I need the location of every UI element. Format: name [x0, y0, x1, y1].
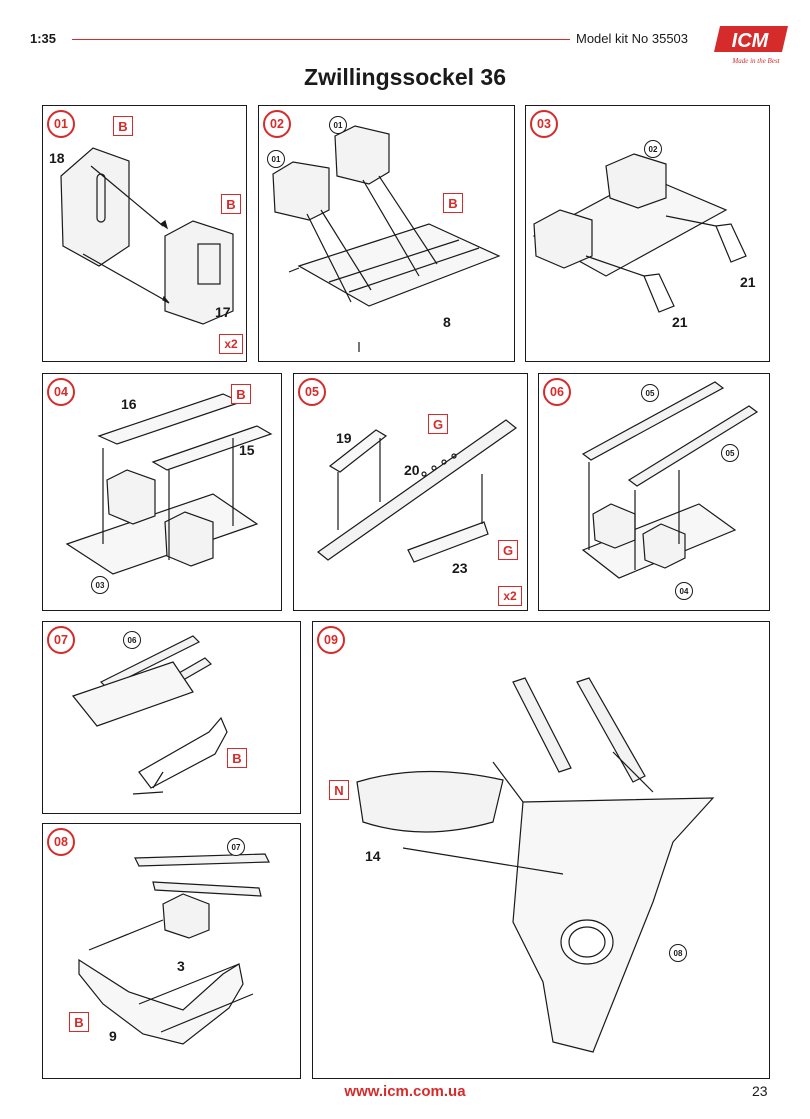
part-number: 16 [121, 396, 137, 412]
step-badge: 06 [543, 378, 571, 406]
sprue-label: B [443, 193, 463, 213]
step-03-panel: 03 02 21 21 [525, 105, 770, 362]
step-reference: 04 [675, 582, 693, 600]
step-badge: 04 [47, 378, 75, 406]
part-number: 17 [215, 304, 231, 320]
part-number: 14 [365, 848, 381, 864]
step-01-panel: 01 B B 18 17 x2 [42, 105, 247, 362]
kit-number: Model kit No 35503 [576, 31, 689, 46]
quantity-badge: x2 [498, 586, 522, 606]
step-reference: 05 [641, 384, 659, 402]
svg-text:Made in the Best: Made in the Best [731, 57, 780, 65]
step-05-panel: 05 19 20 23 G G x2 [293, 373, 528, 611]
part-number: 19 [336, 430, 352, 446]
step-07-drawing [71, 635, 228, 795]
step-06-panel: 06 05 05 04 [538, 373, 770, 611]
step-reference: 01 [329, 116, 347, 134]
sprue-label: G [428, 414, 448, 434]
svg-text:ICM: ICM [732, 30, 770, 52]
step-badge: 05 [298, 378, 326, 406]
step-04-drawing [65, 393, 273, 575]
step-badge: 09 [317, 626, 345, 654]
step-reference: 06 [123, 631, 141, 649]
step-09-drawing [356, 677, 715, 1053]
scale-label: 1:35 [30, 31, 57, 46]
step-reference: 02 [644, 140, 662, 158]
part-number: 20 [404, 462, 420, 478]
page-title: Zwillingssockel 36 [304, 64, 506, 90]
page-number: 23 [752, 1083, 768, 1099]
step-01-drawing [60, 147, 234, 325]
step-07-panel: 07 06 B [42, 621, 301, 814]
sprue-label: N [329, 780, 349, 800]
step-reference: 08 [669, 944, 687, 962]
step-badge: 08 [47, 828, 75, 856]
step-08-panel: 08 07 3 9 B [42, 823, 301, 1079]
step-badge: 01 [47, 110, 75, 138]
step-badge: 03 [530, 110, 558, 138]
step-03-drawing [532, 153, 747, 313]
step-06-drawing [581, 381, 759, 579]
step-reference: 05 [721, 444, 739, 462]
part-number: 21 [672, 314, 688, 330]
sprue-label: B [113, 116, 133, 136]
sprue-label: B [231, 384, 251, 404]
part-number: 23 [452, 560, 468, 576]
step-09-panel: 09 N 14 08 [312, 621, 770, 1079]
part-number: 21 [740, 274, 756, 290]
part-number: 3 [177, 958, 185, 974]
step-05-drawing [317, 419, 517, 563]
step-02-drawing [272, 125, 501, 352]
part-number: 9 [109, 1028, 117, 1044]
icm-logo-icon: ICM Made in the Best [714, 26, 788, 65]
step-badge: 02 [263, 110, 291, 138]
step-04-panel: 04 16 15 B 03 [42, 373, 282, 611]
part-number: 18 [49, 150, 65, 166]
step-08-drawing [78, 853, 270, 1045]
step-reference: 01 [267, 150, 285, 168]
sprue-label: B [221, 194, 241, 214]
sprue-label: G [498, 540, 518, 560]
step-badge: 07 [47, 626, 75, 654]
step-reference: 07 [227, 838, 245, 856]
step-02-panel: 02 01 01 B 8 [258, 105, 515, 362]
part-number: 15 [239, 442, 255, 458]
step-reference: 03 [91, 576, 109, 594]
sprue-label: B [69, 1012, 89, 1032]
part-number: 8 [443, 314, 451, 330]
header-rule [72, 39, 570, 40]
sprue-label: B [227, 748, 247, 768]
website-link[interactable]: www.icm.com.ua [344, 1083, 466, 1100]
quantity-badge: x2 [219, 334, 243, 354]
